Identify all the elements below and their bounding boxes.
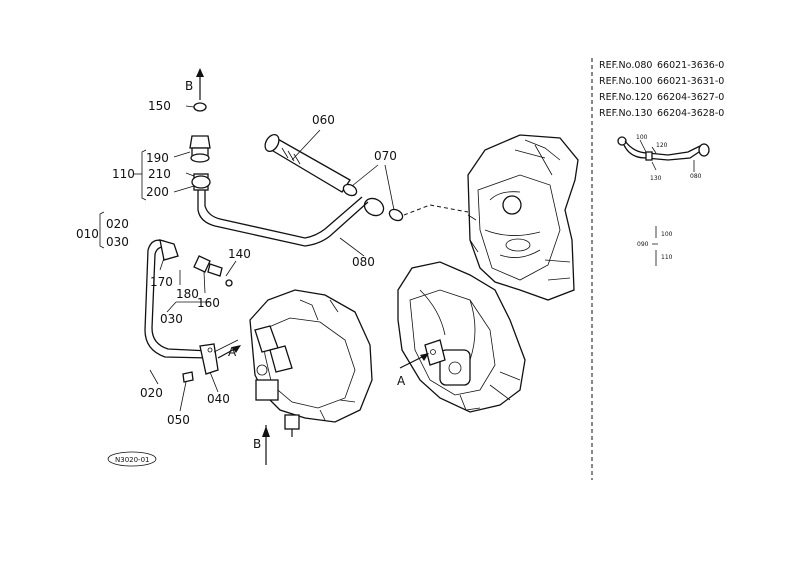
label-150: 150 (148, 99, 171, 113)
engine-block-center (397, 261, 526, 413)
engine-housing-upper (467, 134, 579, 301)
leader-lines (149, 105, 237, 412)
callout-labels: 010 020 030 110 150 190 210 200 060 070 … (76, 79, 406, 451)
brackets (99, 149, 147, 249)
inset-label-120: 120 (656, 142, 668, 149)
inset-group-bracket: 090 100 110 (637, 226, 673, 266)
label-140: 140 (228, 247, 251, 261)
label-020-group: 020 (106, 217, 129, 231)
reference-table: REF.No.080 66021-3636-0 REF.No.100 66021… (599, 60, 724, 119)
arrow-a-left (217, 345, 241, 359)
label-210: 210 (148, 167, 171, 181)
ref-row-2-ref: REF.No.100 (599, 76, 652, 87)
inset-label-100: 100 (636, 134, 648, 141)
label-170: 170 (150, 275, 173, 289)
label-190: 190 (146, 151, 169, 165)
label-020: 020 (140, 386, 163, 400)
inset-pipe-sketch: 100 120 130 080 (617, 134, 710, 182)
inset-group-100: 100 (661, 231, 673, 238)
label-060: 060 (312, 113, 335, 127)
inset-label-080: 080 (690, 173, 702, 180)
ref-row-4-ref: REF.No.130 (599, 108, 652, 119)
label-080: 080 (352, 255, 375, 269)
ref-row-4-part: 66204-3628-0 (657, 108, 724, 119)
arrow-b-bottom (262, 425, 270, 465)
label-070: 070 (374, 149, 397, 163)
ref-row-2-part: 66021-3631-0 (657, 76, 724, 87)
label-030: 030 (160, 312, 183, 326)
ref-row-1-ref: REF.No.080 (599, 60, 652, 71)
orings-070 (342, 164, 404, 222)
pipe-020-assembly (144, 239, 239, 383)
drawing-code: N3020-01 (115, 456, 149, 464)
label-040: 040 (207, 392, 230, 406)
inset-label-130: 130 (650, 175, 662, 182)
label-160: 160 (197, 296, 220, 310)
inset-group-110: 110 (661, 254, 673, 261)
arrow-b-top (196, 68, 204, 90)
label-050: 050 (167, 413, 190, 427)
label-arrow-b-top: B (185, 79, 193, 93)
ref-row-1-part: 66021-3636-0 (657, 60, 724, 71)
pipe-080 (197, 190, 469, 257)
drawing-code-stamp: N3020-01 (107, 451, 157, 467)
label-arrow-b-bottom: B (253, 437, 261, 451)
label-arrow-a-right: A (397, 374, 406, 388)
pump-housing (249, 289, 373, 437)
label-010: 010 (76, 227, 99, 241)
label-180: 180 (176, 287, 199, 301)
label-110: 110 (112, 167, 135, 181)
arrow-a-right (399, 353, 429, 369)
label-200: 200 (146, 185, 169, 199)
fittings-stack (189, 90, 211, 191)
inset-group-090: 090 (637, 241, 649, 248)
ref-row-3-part: 66204-3627-0 (657, 92, 724, 103)
label-arrow-a-left: A (228, 345, 237, 359)
label-030-group: 030 (106, 235, 129, 249)
hose-060 (264, 129, 351, 193)
ref-row-3-ref: REF.No.120 (599, 92, 652, 103)
